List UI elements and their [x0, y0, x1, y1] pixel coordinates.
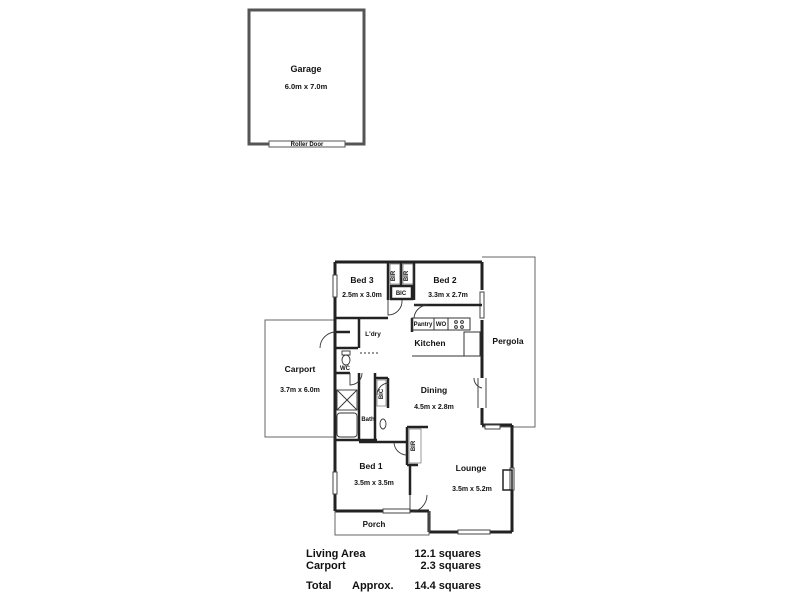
wo-label: WO — [436, 322, 447, 328]
door-swings — [319, 299, 483, 513]
lounge-dims: 3.5m x 5.2m — [452, 486, 492, 493]
bic-top-label: BIC — [396, 291, 407, 297]
bed2-dims: 3.3m x 2.7m — [428, 292, 468, 299]
room-labels: Bed 3 2.5m x 3.0m Bed 2 3.3m x 2.7m BIR … — [340, 270, 492, 493]
carport-area-value: 2.3 squares — [420, 560, 481, 572]
bir-bed1-label: BIR — [411, 440, 417, 451]
garage-block: Garage 6.0m x 7.0m Roller Door — [247, 8, 366, 148]
carport-dims: 3.7m x 6.0m — [280, 387, 320, 394]
wc-label: WC — [340, 366, 351, 372]
bed3-label: Bed 3 — [350, 275, 373, 285]
fireplace — [502, 469, 513, 491]
approx-label: Approx. — [352, 580, 394, 592]
dining-dims: 4.5m x 2.8m — [414, 404, 454, 411]
bath-fixtures — [336, 350, 387, 438]
bed1-label: Bed 1 — [359, 461, 382, 471]
porch-label: Porch — [363, 520, 386, 529]
robe-fills — [376, 263, 422, 464]
kitchen-benches — [411, 317, 482, 357]
pantry-label: Pantry — [414, 322, 433, 328]
bed1-dims: 3.5m x 3.5m — [354, 480, 394, 487]
total-label: Total — [306, 580, 332, 592]
bir-a-label: BIR — [391, 270, 397, 281]
pergola-area: Pergola — [482, 256, 536, 428]
laundry-label: L'dry — [365, 331, 381, 338]
living-area-value: 12.1 squares — [414, 548, 481, 560]
carport-area-label: Carport — [306, 560, 346, 572]
porch-area: Porch — [334, 511, 430, 536]
kitchen-label: Kitchen — [414, 338, 445, 348]
summary-total-row: Total Approx. 14.4 squares — [306, 580, 496, 594]
living-area-label: Living Area — [306, 548, 366, 560]
bed3-dims: 2.5m x 3.0m — [342, 292, 382, 299]
bir-b-label: BIR — [404, 270, 410, 281]
garage-dims: 6.0m x 7.0m — [285, 82, 328, 91]
lounge-label: Lounge — [456, 463, 487, 473]
carport-area: Carport 3.7m x 6.0m — [264, 319, 335, 438]
sliding-doors — [477, 378, 487, 408]
summary-living-row: Living Area 12.1 squares — [306, 548, 496, 562]
dining-label: Dining — [421, 385, 447, 395]
summary-carport-row: Carport 2.3 squares — [306, 560, 496, 574]
pergola-label: Pergola — [492, 336, 523, 346]
garage-label: Garage — [290, 64, 321, 74]
bed2-label: Bed 2 — [433, 275, 456, 285]
bath-label: Bath — [361, 417, 375, 423]
bic-mid-label: BIC — [379, 388, 385, 399]
total-value: 14.4 squares — [414, 580, 481, 592]
carport-label: Carport — [285, 364, 316, 374]
roller-door-label: Roller Door — [291, 142, 324, 148]
